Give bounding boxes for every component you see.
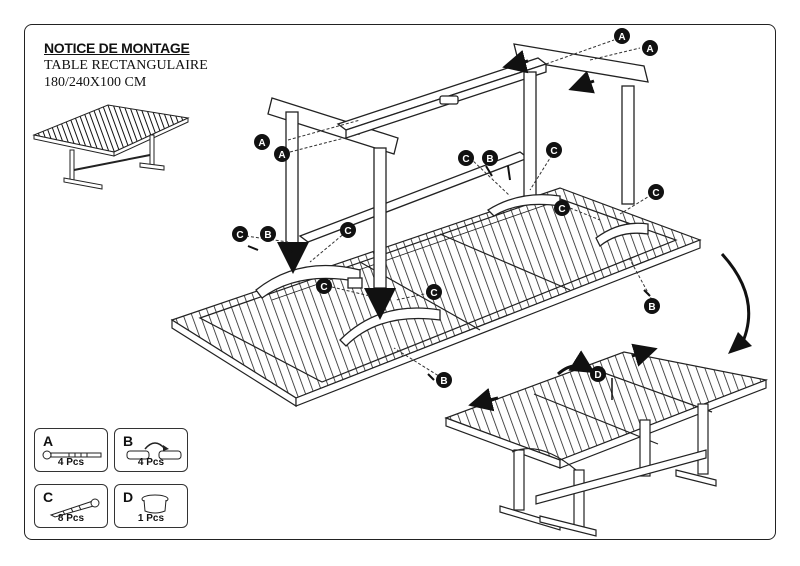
callout-c-5: C	[232, 226, 248, 242]
callout-b-4: B	[436, 372, 452, 388]
callout-a-2: A	[642, 40, 658, 56]
screw-markers	[247, 165, 651, 381]
svg-text:A: A	[618, 32, 625, 43]
callout-b-1: B	[482, 150, 498, 166]
svg-text:B: B	[486, 154, 493, 165]
svg-text:C: C	[236, 230, 243, 241]
insert-arrows	[277, 242, 396, 320]
part-letter: D	[123, 489, 134, 505]
callout-c-6: C	[340, 222, 356, 238]
callout-c-8: C	[426, 284, 442, 300]
flip-arrowhead-icon	[728, 332, 752, 354]
part-box-b: B 4 Pcs	[114, 428, 188, 472]
product-dimensions: 180/240X100 CM	[44, 75, 147, 90]
part-quantity: 8 Pcs	[57, 513, 85, 524]
svg-text:A: A	[258, 138, 265, 149]
callout-a-1: A	[614, 28, 630, 44]
part-letter: C	[43, 489, 54, 505]
svg-text:A: A	[278, 150, 285, 161]
callout-c-3: C	[554, 200, 570, 216]
product-name: TABLE RECTANGULAIRE	[44, 58, 208, 73]
part-letter: A	[43, 433, 54, 449]
wood-screw-icon	[49, 498, 100, 518]
flip-arrow	[720, 252, 751, 349]
svg-text:B: B	[440, 376, 447, 387]
part-letter: B	[123, 433, 134, 449]
barrel-nut-icon	[126, 442, 182, 460]
svg-text:C: C	[320, 282, 327, 293]
svg-text:C: C	[462, 154, 469, 165]
extension-arrows	[468, 343, 658, 412]
svg-text:C: C	[550, 146, 557, 157]
part-box-a: A 4 Pcs	[34, 428, 108, 472]
part-quantity: 4 Pcs	[137, 457, 165, 468]
svg-text:D: D	[594, 370, 601, 381]
svg-text:A: A	[646, 44, 653, 55]
callout-a-4: A	[274, 146, 290, 162]
table-thumbnail	[32, 104, 190, 190]
header: NOTICE DE MONTAGE TABLE RECTANGULAIRE 18…	[44, 40, 208, 91]
svg-text:C: C	[344, 226, 351, 237]
callout-c-2: C	[546, 142, 562, 158]
callout-b-3: B	[644, 298, 660, 314]
assembled-table	[444, 351, 769, 537]
callout-d: D	[590, 366, 606, 382]
callout-c-1: C	[458, 150, 474, 166]
callout-c-7: C	[316, 278, 332, 294]
part-quantity: 4 Pcs	[57, 457, 85, 468]
svg-text:B: B	[648, 302, 655, 313]
svg-text:C: C	[558, 204, 565, 215]
part-quantity: 1 Pcs	[137, 513, 165, 524]
callout-b-2: B	[260, 226, 276, 242]
svg-text:C: C	[430, 288, 437, 299]
page-title: NOTICE DE MONTAGE	[44, 40, 190, 56]
slide-arrows	[502, 49, 595, 94]
svg-text:B: B	[264, 230, 271, 241]
leg-frame	[255, 43, 649, 347]
page-border	[24, 24, 776, 540]
part-box-c: C 8 Pcs	[34, 484, 108, 528]
bolt-icon	[42, 450, 102, 460]
callout-a-3: A	[254, 134, 270, 150]
parasol-cap-icon	[141, 494, 169, 514]
part-box-d: D 1 Pcs	[114, 484, 188, 528]
svg-text:C: C	[652, 188, 659, 199]
callout-c-4: C	[648, 184, 664, 200]
